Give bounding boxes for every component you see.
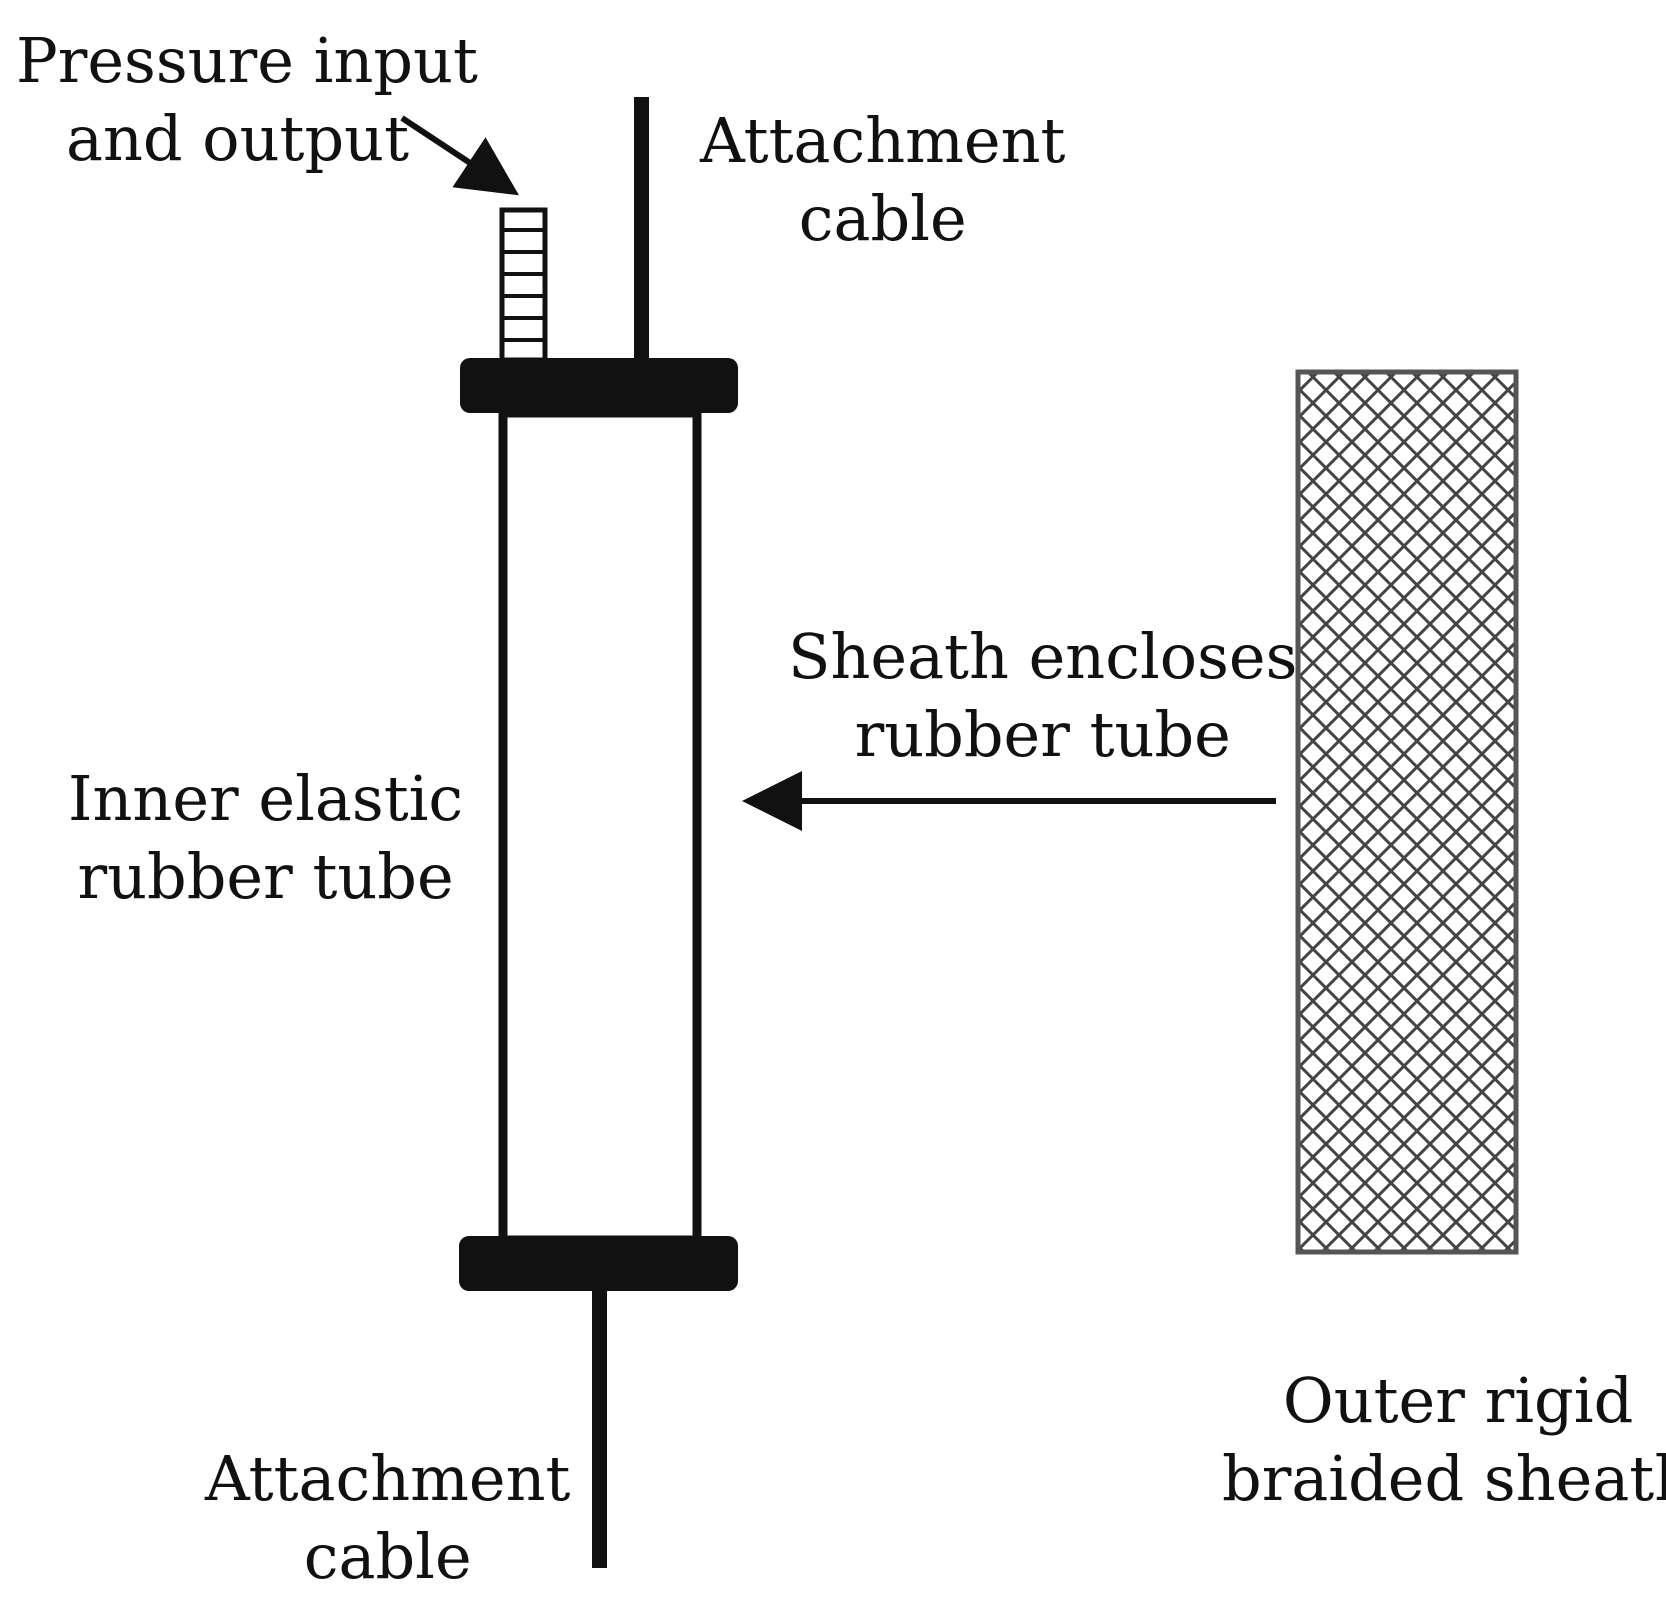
label-outer-sheath: Outer rigid braided sheath — [1222, 1362, 1666, 1518]
label-inner-tube-line1: Inner elastic — [68, 762, 464, 835]
label-pressure-line1: Pressure input — [16, 24, 478, 97]
label-outer-sheath-line1: Outer rigid — [1282, 1364, 1634, 1437]
label-sheath-action-line1: Sheath encloses — [788, 620, 1298, 693]
label-inner-tube: Inner elastic rubber tube — [68, 760, 463, 916]
label-attach-top: Attachment cable — [700, 102, 1065, 258]
label-attach-bottom: Attachment cable — [205, 1440, 570, 1596]
pressure-arrow — [400, 115, 520, 196]
top-attachment-cable — [634, 97, 649, 362]
label-sheath-action-line2: rubber tube — [854, 698, 1231, 771]
label-sheath-action: Sheath encloses rubber tube — [788, 618, 1297, 774]
label-attach-bottom-line1: Attachment — [205, 1442, 571, 1515]
pressure-port — [499, 207, 548, 363]
outer-braided-sheath — [1295, 369, 1519, 1255]
bottom-end-cap — [459, 1236, 738, 1291]
label-inner-tube-line2: rubber tube — [77, 840, 454, 913]
label-pressure-line2: and output — [66, 102, 409, 175]
label-outer-sheath-line2: braided sheath — [1222, 1442, 1666, 1515]
label-pressure: Pressure input and output — [16, 22, 478, 178]
label-attach-top-line1: Attachment — [700, 104, 1066, 177]
inner-rubber-tube — [498, 408, 702, 1245]
bottom-attachment-cable — [592, 1290, 607, 1568]
label-attach-top-line2: cable — [798, 182, 967, 255]
label-attach-bottom-line2: cable — [303, 1520, 472, 1593]
top-end-cap — [460, 358, 738, 413]
